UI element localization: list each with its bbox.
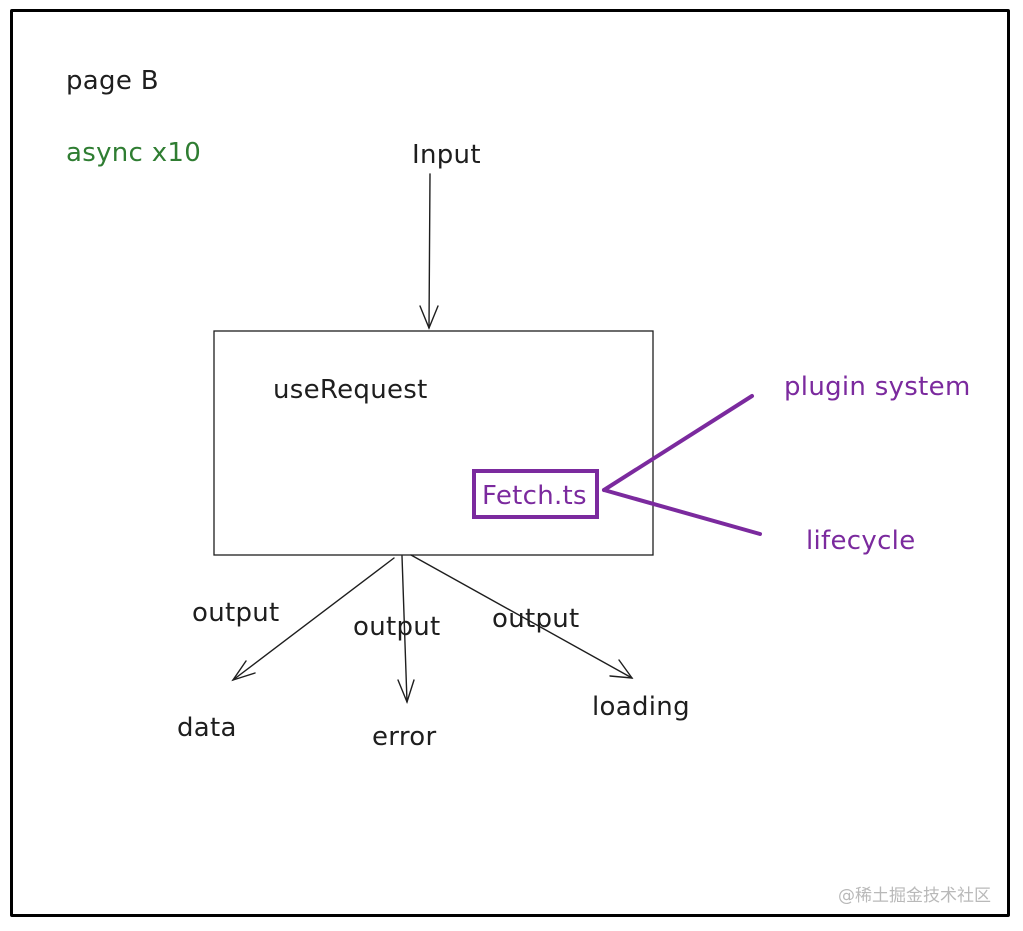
input-arrow <box>419 173 439 330</box>
async-note: async x10 <box>66 138 202 168</box>
use-request-box <box>213 330 654 556</box>
use-request-label: useRequest <box>273 375 428 405</box>
watermark: @稀土掘金技术社区 <box>838 886 991 906</box>
diagram-frame <box>10 9 1010 917</box>
loading-arrow <box>410 554 634 679</box>
fetch-connectors <box>602 394 762 536</box>
output-label-middle: output <box>353 612 441 642</box>
data-arrow <box>231 557 395 682</box>
lifecycle-connector <box>602 488 762 536</box>
output-label-left: output <box>192 598 280 628</box>
output-label-right: output <box>492 604 580 634</box>
plugin-system-connector <box>602 394 754 492</box>
input-label: Input <box>412 140 481 170</box>
error-arrow <box>397 555 415 705</box>
lifecycle-label: lifecycle <box>806 526 916 556</box>
plugin-system-label: plugin system <box>784 372 971 402</box>
fetch-ts-box: Fetch.ts <box>472 469 599 519</box>
fetch-ts-label: Fetch.ts <box>482 481 587 511</box>
page-title: page B <box>66 66 159 96</box>
loading-label: loading <box>592 692 690 722</box>
error-label: error <box>372 722 437 752</box>
data-label: data <box>177 713 237 743</box>
